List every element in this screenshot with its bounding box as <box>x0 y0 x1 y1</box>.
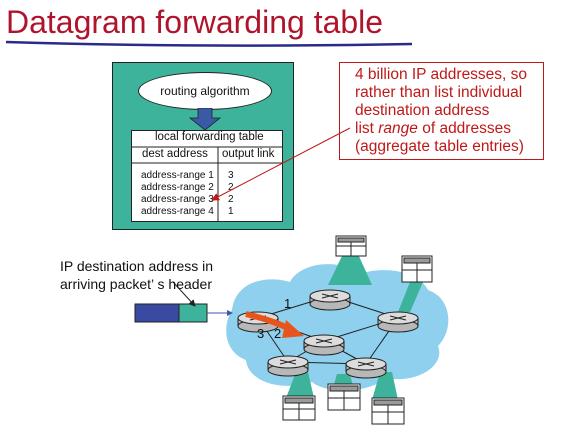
note-line-4-suffix: of addresses <box>417 120 511 137</box>
column-header-dest: dest address <box>142 148 208 160</box>
note-range-emphasis: range <box>378 120 418 137</box>
table-row-link: 3 <box>228 170 234 181</box>
note-line-3: destination address <box>355 102 490 119</box>
forwarding-table-lines <box>131 146 283 222</box>
note-line-4-prefix: list <box>355 120 379 137</box>
table-row-range: address-range 4 <box>141 206 214 217</box>
table-row-link: 1 <box>228 206 234 217</box>
link-label-1: 1 <box>284 296 292 311</box>
packet-icon <box>134 303 208 323</box>
note-line-1: 4 billion IP addresses, so <box>355 66 528 83</box>
note-box <box>339 62 544 160</box>
note-line-5: (aggregate table entries) <box>355 138 524 155</box>
router-icon <box>237 289 419 379</box>
note-line-4: list range of addresses <box>355 120 511 138</box>
packet-label-line-2: arriving packet’ s header <box>60 276 213 292</box>
routing-algorithm-ellipse: routing algorithm <box>138 72 272 110</box>
slide-title: Datagram forwarding table <box>6 4 384 40</box>
link-label-2: 2 <box>274 326 282 341</box>
table-row-link: 2 <box>228 182 234 193</box>
table-row-range: address-range 3 <box>141 194 214 205</box>
note-line-2: rather than list individual <box>355 84 523 101</box>
column-header-link: output link <box>222 148 275 160</box>
table-row-link: 2 <box>228 194 234 205</box>
note-pointer-arrow <box>211 127 351 201</box>
table-row-range: address-range 1 <box>141 170 214 181</box>
table-title: local forwarding table <box>155 131 264 143</box>
title-underline <box>5 40 413 47</box>
table-row-range: address-range 2 <box>141 182 214 193</box>
link-label-3: 3 <box>257 326 265 341</box>
packet-label-line-1: IP destination address in <box>60 258 214 274</box>
header-pointer-arrow <box>172 281 196 307</box>
mini-table-icon <box>282 235 433 425</box>
down-arrow-icon <box>188 108 222 131</box>
forwarding-arrow-head <box>282 320 304 338</box>
